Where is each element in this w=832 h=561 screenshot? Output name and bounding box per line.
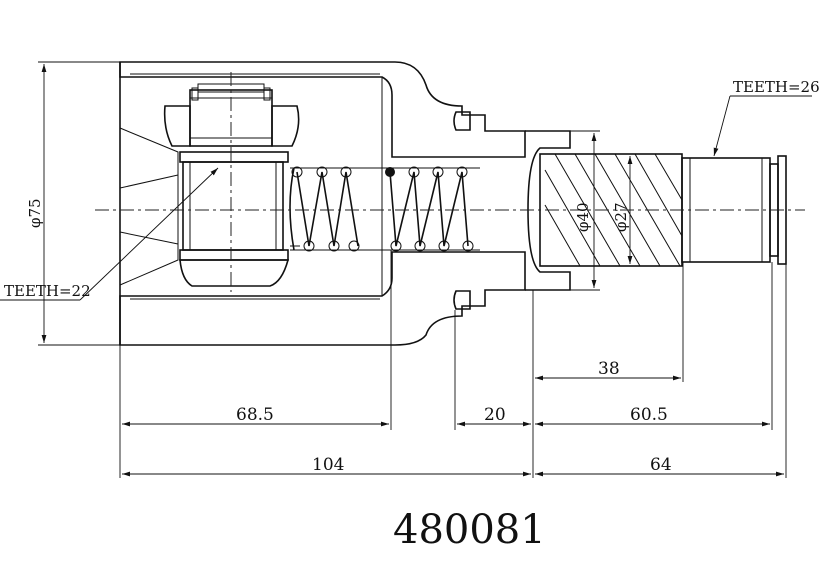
dim-38: 38: [535, 359, 681, 381]
dim-dia75: φ75: [26, 61, 120, 346]
dia75-label: φ75: [26, 198, 44, 228]
dim-60-5: 60.5: [535, 405, 770, 427]
seal-clip: [453, 111, 471, 310]
dim-64: 64: [535, 455, 784, 477]
dim-60-5-label: 60.5: [630, 405, 668, 425]
dim-104-label: 104: [312, 455, 344, 475]
dia40-label: φ40: [574, 202, 592, 232]
dim-104: 104: [122, 455, 531, 477]
dim-64-label: 64: [650, 455, 672, 475]
dim-20: 20: [457, 405, 531, 427]
spring-right: [385, 166, 474, 252]
spring-left: [289, 166, 360, 252]
dim-68-5: 68.5: [122, 405, 389, 427]
teeth-outer-label: TEETH=26: [733, 78, 820, 96]
part-number: 480081: [393, 507, 546, 553]
dim-68-5-label: 68.5: [236, 405, 274, 425]
dia27-label: φ27: [612, 202, 630, 232]
teeth-inner-label: TEETH=22: [4, 282, 91, 300]
teeth-outer-callout: TEETH=26: [713, 78, 820, 157]
dim-dia27: φ27: [612, 156, 633, 264]
dim-20-label: 20: [484, 405, 506, 425]
teeth-inner-callout: TEETH=22: [0, 167, 219, 301]
housing-section: [119, 61, 526, 346]
dim-38-label: 38: [598, 359, 620, 379]
tripod-assembly: [163, 83, 300, 287]
extension-lines: [119, 250, 787, 478]
dim-dia40: φ40: [525, 130, 600, 291]
